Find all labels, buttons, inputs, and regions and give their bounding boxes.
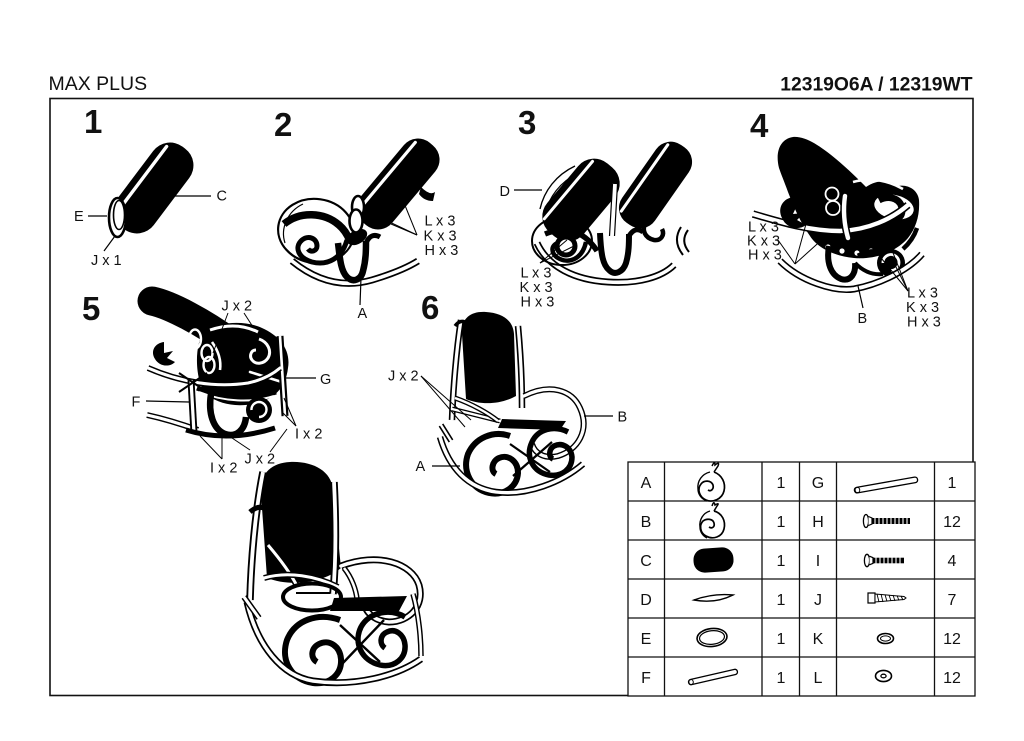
svg-text:J x 2: J x 2 [222, 299, 253, 315]
svg-text:H: H [812, 514, 824, 531]
svg-text:J x 2: J x 2 [245, 452, 276, 468]
svg-text:2: 2 [274, 106, 292, 143]
svg-text:F: F [641, 670, 651, 687]
svg-text:I x 2: I x 2 [210, 461, 237, 477]
svg-text:3: 3 [518, 104, 536, 141]
svg-text:1: 1 [777, 670, 786, 687]
svg-text:G: G [320, 372, 331, 388]
svg-text:L: L [814, 670, 823, 687]
svg-text:B: B [858, 311, 868, 327]
svg-text:E: E [74, 209, 84, 225]
svg-text:MAX PLUS: MAX PLUS [49, 73, 148, 95]
svg-text:1: 1 [777, 553, 786, 570]
svg-text:J x 1: J x 1 [91, 253, 122, 269]
svg-text:12: 12 [943, 670, 961, 687]
svg-text:C: C [640, 553, 652, 570]
svg-text:A: A [416, 459, 426, 475]
svg-text:5: 5 [82, 290, 100, 327]
svg-text:12: 12 [943, 631, 961, 648]
svg-text:D: D [640, 592, 652, 609]
svg-text:L x 3: L x 3 [521, 266, 552, 282]
svg-text:1: 1 [777, 592, 786, 609]
svg-text:K x 3: K x 3 [520, 280, 553, 296]
svg-text:1: 1 [777, 475, 786, 492]
svg-text:L x 3: L x 3 [907, 286, 938, 302]
svg-text:L x 3: L x 3 [425, 214, 456, 230]
svg-text:7: 7 [948, 592, 957, 609]
svg-text:A: A [358, 306, 368, 322]
svg-text:12319O6A / 12319WT: 12319O6A / 12319WT [780, 75, 972, 96]
svg-text:1: 1 [948, 475, 957, 492]
svg-text:K: K [813, 631, 824, 648]
svg-text:L x 3: L x 3 [748, 220, 779, 236]
svg-text:I x 2: I x 2 [295, 427, 322, 443]
svg-text:E: E [641, 631, 652, 648]
svg-text:J x 2: J x 2 [388, 369, 419, 385]
svg-text:B: B [641, 514, 652, 531]
svg-text:H x 3: H x 3 [521, 295, 555, 311]
svg-text:G: G [812, 475, 824, 492]
svg-text:1: 1 [777, 631, 786, 648]
svg-text:1: 1 [84, 103, 102, 140]
svg-text:6: 6 [421, 289, 439, 326]
svg-text:H x 3: H x 3 [425, 243, 459, 259]
svg-text:I: I [816, 553, 820, 570]
svg-text:K x 3: K x 3 [906, 300, 939, 316]
svg-text:1: 1 [777, 514, 786, 531]
svg-text:B: B [618, 410, 628, 426]
svg-text:D: D [500, 184, 510, 200]
svg-text:J: J [814, 592, 822, 609]
svg-text:4: 4 [750, 107, 769, 144]
svg-text:H x 3: H x 3 [748, 248, 782, 264]
svg-text:C: C [217, 189, 227, 205]
svg-text:F: F [132, 395, 141, 411]
svg-text:A: A [641, 475, 652, 492]
svg-text:K x 3: K x 3 [747, 234, 780, 250]
svg-text:4: 4 [948, 553, 957, 570]
svg-text:H x 3: H x 3 [907, 315, 941, 331]
svg-text:12: 12 [943, 514, 961, 531]
svg-text:K x 3: K x 3 [424, 229, 457, 245]
